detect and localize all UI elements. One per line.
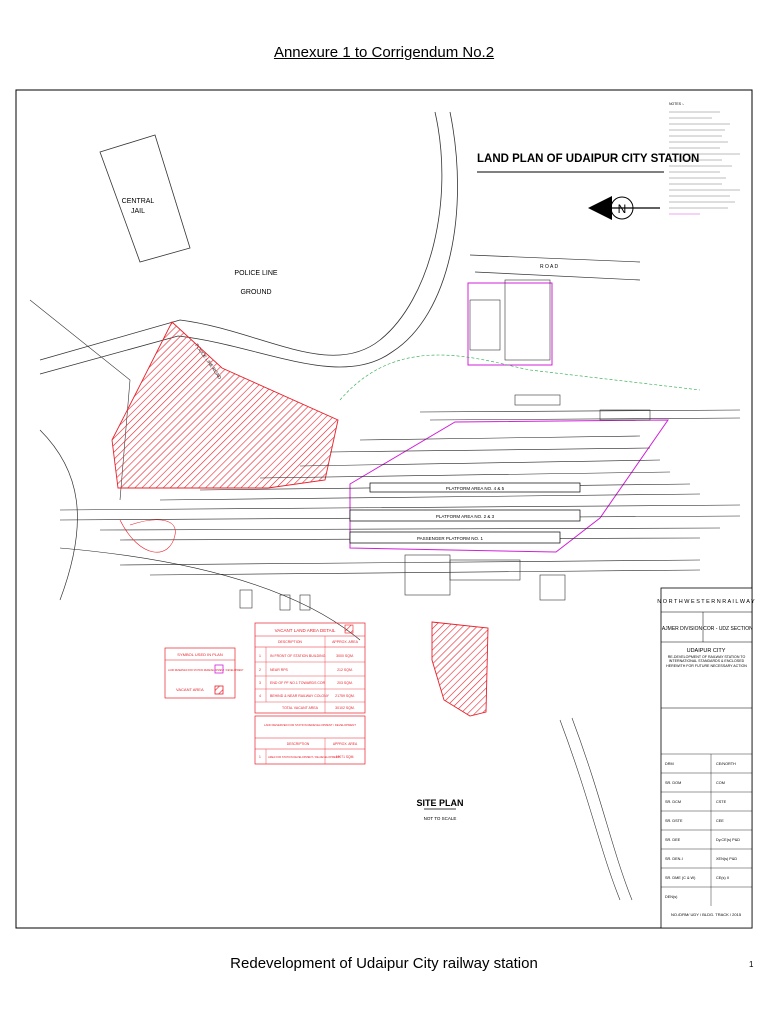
left-road-1 [39, 429, 78, 601]
left-road-2 [29, 299, 131, 501]
sign-row-left: SR. DME (C & W) [665, 876, 696, 880]
lower-road-1 [559, 719, 621, 901]
site-plan-title: SITE PLAN [416, 798, 463, 808]
reserved-row1-no: 1 [259, 755, 261, 759]
vacant-table-title: VACANT LAND AREA DETAIL [275, 628, 336, 633]
north-label: N [618, 202, 627, 216]
vacant-row1-area: 3000 SQM. [336, 654, 354, 658]
legend-swatch-reserved [214, 664, 224, 674]
vacant-row2-area: 212 SQM. [337, 668, 353, 672]
platform-4-5-slab [369, 482, 581, 493]
north-arrow-icon [588, 196, 612, 220]
legend-item-vacant: VACANT AREA [176, 687, 204, 692]
platform-1-label: PASSENGER PLATFORM NO. 1 [417, 536, 484, 541]
title-block: N O R T H W E S T E R N R A I L W A Y AJ… [657, 587, 755, 929]
title-block-drawing-no: NO./DRM/ UDY / BLDG. TRACK / 2015 [671, 912, 742, 917]
reserved-row1-desc: AREA FOR STATION DEVELOPMENT / RE-DEVELO… [268, 755, 340, 759]
sign-row-left: SR. DSTE [665, 819, 683, 823]
reserved-col-area: APPROX. AREA [333, 742, 358, 746]
notes-title: NOTES :- [669, 102, 685, 106]
station-buildings [239, 279, 651, 611]
site-plan-subtitle: NOT TO SCALE [424, 816, 457, 821]
title-block-description: RE-DEVELOPMENT OF RAILWAY STATION TO INT… [666, 655, 747, 668]
police-ground-label-2: GROUND [240, 289, 271, 296]
legend-box [164, 647, 236, 699]
page-header: Annexure 1 to Corrigendum No.2 [273, 44, 495, 61]
platform-1-slab [349, 531, 561, 544]
vacant-row4-no: 4 [259, 694, 261, 698]
title-block-railway: N O R T H W E S T E R N R A I L W A Y [657, 599, 755, 605]
sign-row-left: SR. DCM [665, 800, 681, 804]
vacant-row1-no: 1 [259, 654, 261, 658]
sign-row-left: SR. DEE [665, 838, 681, 842]
central-jail-label: CENTRAL [122, 198, 155, 205]
vacant-total-label: TOTAL VACANT AREA [282, 706, 319, 710]
vacant-row2-desc: NEAR RPS [270, 668, 289, 672]
vacant-row3-no: 3 [259, 681, 261, 685]
reserved-area-top [467, 282, 553, 366]
legend-swatch-vacant [214, 685, 224, 695]
sign-row-right: CE/NORTH [716, 762, 736, 766]
platform-2-3-label: PLATFORM AREA NO. 2 & 3 [436, 514, 495, 519]
sign-row-left: DRM [665, 762, 674, 766]
reserved-row1-area: 19071 SQM. [336, 755, 355, 759]
sign-row-right: CE(s) II [716, 876, 729, 880]
road-upper-right [469, 254, 641, 263]
vacant-col-area: APPROX. AREA [332, 640, 359, 644]
sign-row-left: SR. DEN-I [665, 857, 683, 861]
sign-row-left: DEN(s) [665, 895, 678, 899]
main-road-upper [39, 111, 443, 361]
legend-title: SYMBOL USED IN PLAN [177, 652, 223, 657]
vacant-row4-area: 21759 SQM. [335, 694, 355, 698]
sign-row-left: SR. DOM [665, 781, 681, 785]
road-label: R O A D [540, 264, 558, 270]
sign-row-right: Dy.CE(s) P&D [716, 838, 740, 842]
sign-row-right: CEE [716, 819, 724, 823]
lower-road-2 [571, 717, 633, 901]
page-number: 1 [749, 960, 754, 969]
page-footer: Redevelopment of Udaipur City railway st… [230, 955, 538, 972]
sign-rows: DRM CE/NORTH SR. DOM COM SR. DCM CSTE SR. DSTE… [661, 753, 752, 906]
main-road-lower [39, 111, 458, 375]
drawing-frame [15, 89, 753, 929]
title-block-station: UDAIPUR CITY [687, 648, 726, 654]
legend-item-reserved: LAND RESERVED FOR STATION REDEVELOPMENT … [168, 669, 244, 672]
reserved-area-main [349, 419, 669, 553]
central-jail-outline [99, 134, 191, 263]
vacant-table: VACANT LAND AREA DETAIL DESCRIPTION APPR… [254, 622, 366, 714]
vacant-row3-desc: END OF PF NO.1 TOWARDS COR [270, 681, 326, 685]
sign-row-right: COM [716, 781, 725, 785]
platform-2-3-slab [349, 509, 581, 522]
sign-row-right: CSTE [716, 800, 727, 804]
north-circle-icon [610, 196, 634, 220]
vacant-row4-desc: BEHIND & NEAR RAILWAY COLONY [270, 694, 330, 698]
notes-lines [669, 111, 740, 215]
vacant-col-desc: DESCRIPTION [278, 640, 302, 644]
vacant-area-bottom [431, 621, 489, 717]
police-ground-label: POLICE LINE [234, 270, 278, 277]
title-block-section: COR - UDZ SECTION [703, 626, 753, 632]
reserved-table-title: LAND RESERVED FOR STATION REDEVELOPMENT … [264, 723, 356, 727]
vacant-total-area: 30102 SQM. [335, 706, 355, 710]
plan-title: LAND PLAN OF UDAIPUR CITY STATION [477, 153, 699, 165]
road-lower-right [474, 271, 641, 281]
vacant-area-left [111, 321, 339, 489]
reserved-col-desc: DESCRIPTION [287, 742, 310, 746]
vacant-row2-no: 2 [259, 668, 261, 672]
red-road-loop [119, 519, 176, 553]
platform-4-5-label: PLATFORM AREA NO. 4 & 5 [446, 486, 505, 491]
central-jail-label-2: JAIL [131, 208, 145, 215]
sign-row-right: XEN(s) P&D [716, 857, 737, 861]
future-line [339, 354, 701, 401]
reserved-table: LAND RESERVED FOR STATION REDEVELOPMENT … [254, 715, 366, 765]
vacant-table-swatch [344, 624, 354, 634]
vacant-row1-desc: IN FRONT OF STATION BUILDING [270, 654, 326, 658]
title-block-division: AJMER DIVISION [662, 626, 703, 632]
vacant-row3-area: 203 SQM. [337, 681, 353, 685]
